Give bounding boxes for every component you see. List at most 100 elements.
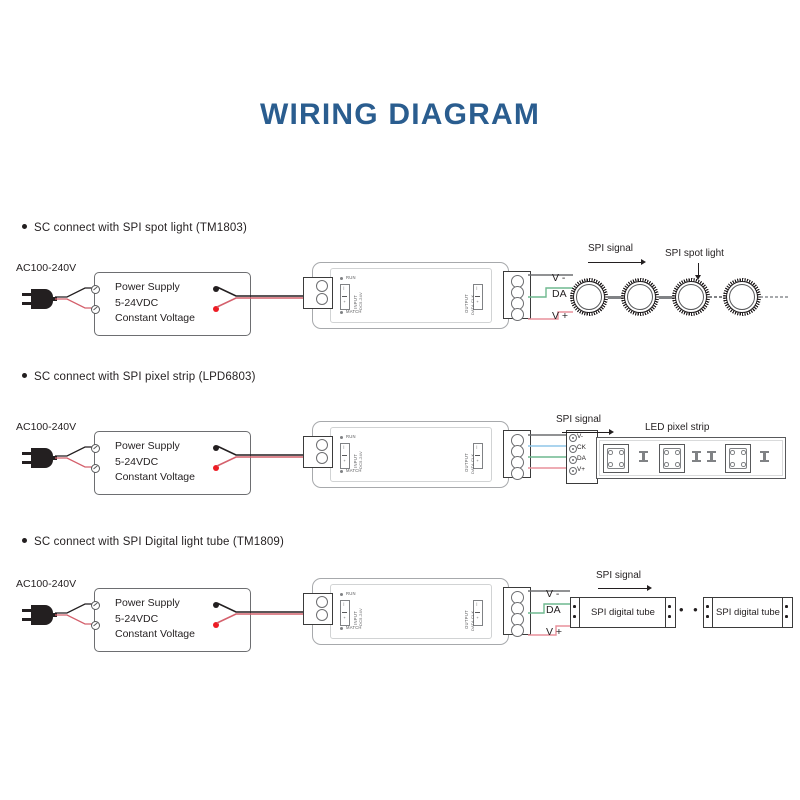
page-title: WIRING DIAGRAM xyxy=(259,98,541,131)
section-heading-digital-tube: SC connect with SPI Digital light tube (… xyxy=(22,536,284,548)
psu-output-positive-dot xyxy=(213,286,219,292)
output-wires-1 xyxy=(528,274,573,320)
output-dip-switch-1[interactable]: | + xyxy=(473,284,483,310)
spot-connector-dashed-end xyxy=(760,296,790,298)
psu-screw-terminal xyxy=(91,601,100,610)
spi-controller-2: RUN MATCH | + INPUT DC5-24V | + OUTPUT D… xyxy=(303,421,531,488)
input-dip-switch-3[interactable]: | + xyxy=(340,600,350,626)
match-led-icon xyxy=(340,627,344,631)
output-wires-3 xyxy=(528,590,570,636)
spi-spot-light xyxy=(621,278,659,316)
psu-screw-terminal xyxy=(91,285,100,294)
ac-plug-icon-2 xyxy=(22,448,57,468)
wire-label-v-minus-1: V - xyxy=(552,272,566,284)
spi-controller-1: RUN MATCH | + INPUT DC5-24V | + OUTPUT D… xyxy=(303,262,531,329)
signal-arrow-line-3 xyxy=(598,588,648,590)
strip-terminal-label: V- xyxy=(577,433,584,440)
psu-output-positive-dot xyxy=(213,602,219,608)
signal-arrow-line-2 xyxy=(562,432,610,434)
ac-input-label-3: AC100-240V xyxy=(16,578,77,590)
psu-screw-terminal xyxy=(91,305,100,314)
spi-spot-light xyxy=(672,278,710,316)
strip-trace xyxy=(599,440,783,476)
ac-input-label-1: AC100-240V xyxy=(16,262,77,274)
dc-wire-2 xyxy=(216,445,317,467)
match-led-icon xyxy=(340,311,344,315)
power-supply-3: Power Supply 5-24VDC Constant Voltage xyxy=(91,588,251,652)
spi-spot-light xyxy=(570,278,608,316)
psu-output-negative-dot xyxy=(213,622,219,628)
spi-signal-label-2: SPI signal xyxy=(556,414,602,425)
spi-controller-3: RUN MATCH | + INPUT DC5-24V | + OUTPUT D… xyxy=(303,578,531,645)
run-led-icon xyxy=(340,593,344,597)
spi-signal-label-1: SPI signal xyxy=(588,243,634,254)
pixel-strip-connector: V- CK DA V+ xyxy=(566,430,598,484)
controller-output-terminal-2 xyxy=(503,430,531,480)
spi-digital-tube-2: SPI digital tube xyxy=(712,597,784,628)
bullet-icon xyxy=(22,224,27,230)
controller-output-terminal-3 xyxy=(503,587,531,637)
spi-spot-light xyxy=(723,278,761,316)
callout-arrow xyxy=(695,275,701,280)
match-led-icon xyxy=(340,470,344,474)
led-pixel-strip xyxy=(596,437,786,479)
led-pixel-strip-label: LED pixel strip xyxy=(645,422,710,433)
strip-terminal-label: V+ xyxy=(577,466,585,473)
controller-faceplate: RUN MATCH | + INPUT DC5-24V | + OUTPUT D… xyxy=(330,427,492,482)
output-dip-switch-3[interactable]: | + xyxy=(473,600,483,626)
psu-screw-terminal xyxy=(91,464,100,473)
controller-faceplate: RUN MATCH | + INPUT DC5-24V | + OUTPUT D… xyxy=(330,584,492,639)
controller-input-terminal-2 xyxy=(303,436,333,468)
psu-screw-terminal xyxy=(91,444,100,453)
signal-arrow-line-1 xyxy=(588,262,642,264)
tube-end-cap xyxy=(665,597,676,628)
section-heading-spot-light: SC connect with SPI spot light (TM1803) xyxy=(22,222,247,234)
psu-label-2: Power Supply 5-24VDC Constant Voltage xyxy=(115,440,195,483)
strip-pixel xyxy=(659,444,685,473)
controller-output-terminal-1 xyxy=(503,271,531,321)
bullet-icon xyxy=(22,538,27,544)
bullet-icon xyxy=(22,373,27,379)
wire-label-v-plus-3: V + xyxy=(546,626,563,638)
signal-arrow-head-3 xyxy=(647,585,652,591)
signal-arrow-head-1 xyxy=(641,259,646,265)
strip-pixel xyxy=(603,444,629,473)
input-dip-switch-2[interactable]: | + xyxy=(340,443,350,469)
spi-digital-tube-1: SPI digital tube xyxy=(579,597,667,628)
output-wires-2 xyxy=(528,434,568,469)
controller-input-terminal-1 xyxy=(303,277,333,309)
spot-connector xyxy=(658,296,674,299)
run-led-icon xyxy=(340,436,344,440)
ac-plug-icon-1 xyxy=(22,289,57,309)
dc-wire-3 xyxy=(216,602,317,624)
tube-end-cap xyxy=(782,597,793,628)
psu-label-1: Power Supply 5-24VDC Constant Voltage xyxy=(115,281,195,324)
callout-line xyxy=(698,263,700,277)
psu-label-3: Power Supply 5-24VDC Constant Voltage xyxy=(115,597,195,640)
spot-connector xyxy=(607,296,623,299)
signal-arrow-head-2 xyxy=(609,429,614,435)
strip-terminal-label: CK xyxy=(577,444,586,451)
strip-terminal-label: DA xyxy=(577,455,586,462)
spot-light-label: SPI spot light xyxy=(665,248,724,259)
run-led-icon xyxy=(340,277,344,281)
tube-label: SPI digital tube xyxy=(716,607,780,618)
wire-label-da-1: DA xyxy=(552,288,567,300)
strip-pixel xyxy=(725,444,751,473)
dc-wire-1 xyxy=(216,286,317,308)
ac-plug-icon-3 xyxy=(22,605,57,625)
output-dip-switch-2[interactable]: | + xyxy=(473,443,483,469)
wire-label-v-minus-3: V - xyxy=(546,588,560,600)
ac-input-label-2: AC100-240V xyxy=(16,421,77,433)
psu-output-negative-dot xyxy=(213,465,219,471)
psu-screw-terminal xyxy=(91,621,100,630)
controller-faceplate: RUN MATCH | + INPUT DC5-24V | + OUTPUT D… xyxy=(330,268,492,323)
spi-signal-label-3: SPI signal xyxy=(596,570,642,581)
tube-label: SPI digital tube xyxy=(591,607,655,618)
psu-output-positive-dot xyxy=(213,445,219,451)
input-dip-switch-1[interactable]: | + xyxy=(340,284,350,310)
controller-input-terminal-3 xyxy=(303,593,333,625)
psu-output-negative-dot xyxy=(213,306,219,312)
section-heading-pixel-strip: SC connect with SPI pixel strip (LPD6803… xyxy=(22,371,256,383)
